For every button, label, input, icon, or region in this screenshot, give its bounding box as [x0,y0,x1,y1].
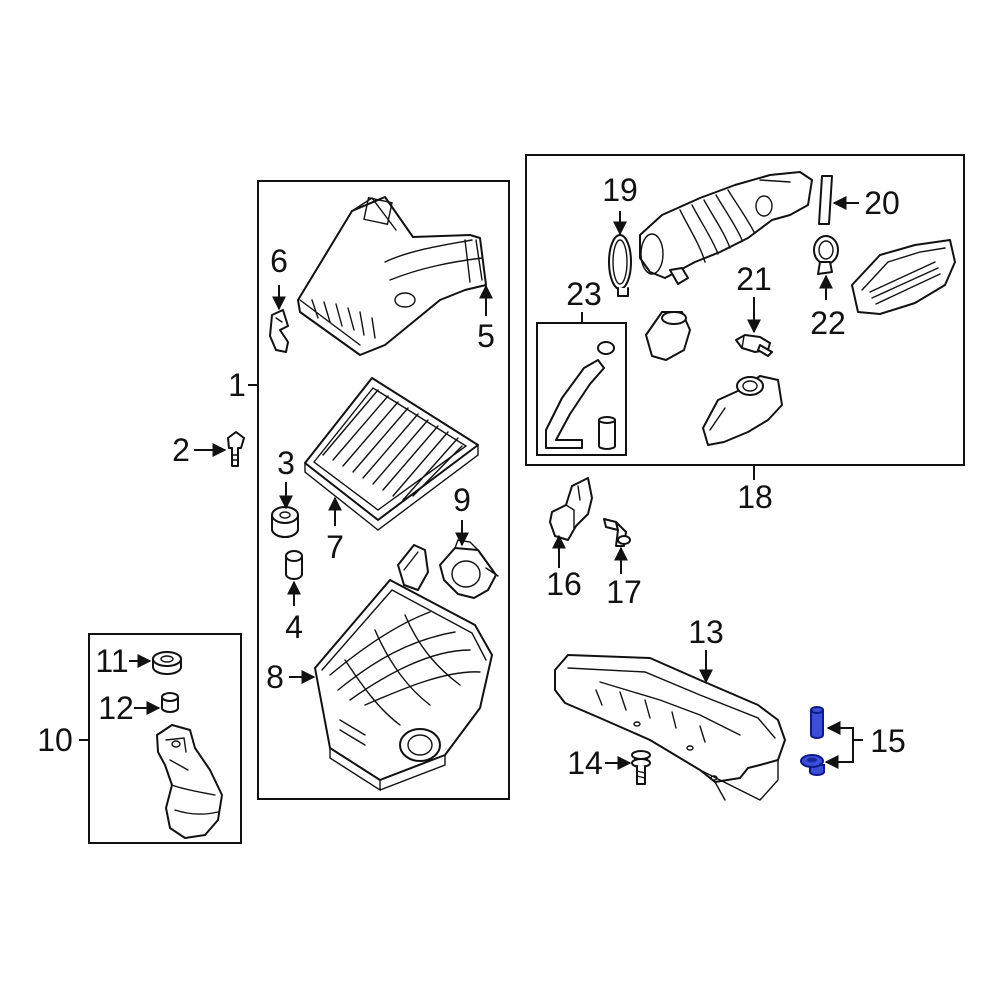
air-intake-duct[interactable] [554,654,786,801]
group-box-1 [257,180,510,800]
callout-22: 22 [810,305,846,341]
intake-connector[interactable] [702,375,783,446]
hose-clamp-part-19[interactable] [608,234,632,297]
air-cleaner-cover[interactable] [297,196,487,356]
callout-2: 2 [172,432,190,468]
callout-15: 15 [870,723,906,759]
duct-cap[interactable] [645,311,691,361]
hose-part-20[interactable] [818,175,833,225]
callout-5: 5 [477,318,495,354]
collar-part-4[interactable] [285,550,303,580]
air-intake-hose[interactable] [639,171,813,285]
callout-11: 11 [95,643,128,679]
air-flow-sensor[interactable] [439,539,499,599]
air-cleaner-bracket[interactable] [156,724,223,839]
callout-20: 20 [864,185,900,221]
callout-16: 16 [546,566,582,602]
callout-10: 10 [37,722,73,758]
callout-1: 1 [228,367,246,403]
bracket-part-16[interactable] [549,477,593,541]
clamp-part-21[interactable] [735,334,773,357]
callout-13: 13 [688,614,724,650]
callout-14: 14 [567,745,603,781]
group-box-10 [88,633,242,844]
bolt-part-14[interactable] [631,750,651,785]
collar-part-12[interactable] [161,692,179,713]
grommet-part-3[interactable] [271,506,299,538]
callout-6: 6 [270,243,288,279]
callout-17: 17 [606,574,642,610]
bolt-part-17[interactable] [603,518,631,547]
callout-12: 12 [98,690,134,726]
fastener-part-15-pin[interactable] [810,706,824,739]
callout-9: 9 [453,482,471,518]
clip-part-6[interactable] [269,309,289,353]
push-pin-part-2[interactable] [227,431,245,467]
callout-23: 23 [566,276,602,312]
callout-3: 3 [277,445,295,481]
breather-hose-part-23[interactable] [545,341,616,450]
callout-7: 7 [326,529,344,565]
clamp-part-22[interactable] [813,235,839,275]
callout-18: 18 [737,479,773,515]
grommet-part-11[interactable] [152,651,182,675]
resonator-part[interactable] [851,239,956,315]
callout-8: 8 [266,659,284,695]
air-cleaner-body[interactable] [314,544,493,792]
fastener-part-15-nut[interactable] [800,754,825,776]
callout-21: 21 [736,261,772,297]
callout-19: 19 [602,172,638,208]
air-filter[interactable] [304,377,479,531]
callout-4: 4 [285,609,303,645]
group-box-18 [525,154,965,466]
